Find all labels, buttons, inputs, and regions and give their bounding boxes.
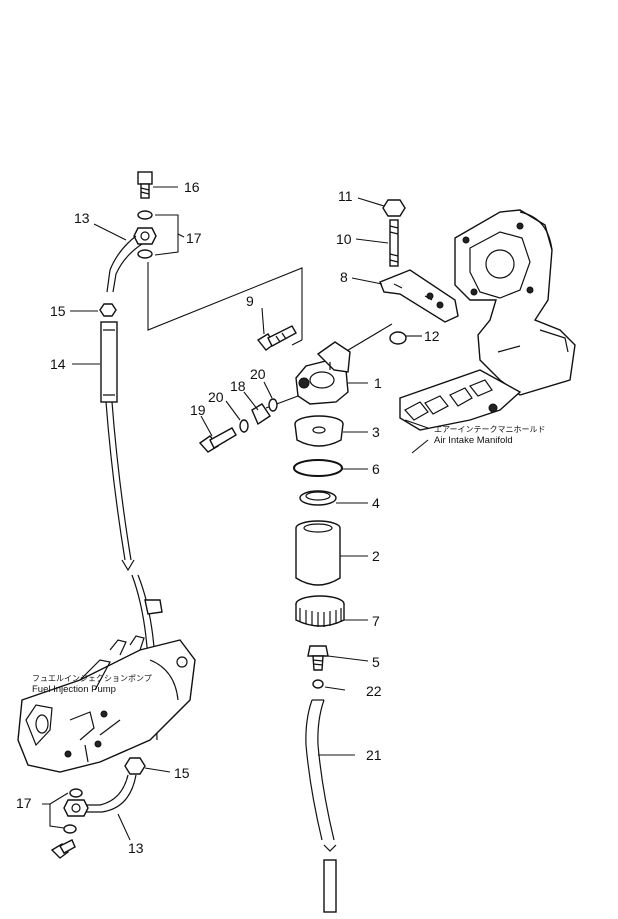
callout-labels: 16 17 13 11 10 8 9 12 15 14 1 20 18 20 1… xyxy=(16,179,440,856)
callout-3: 3 xyxy=(372,424,380,440)
bolt-19 xyxy=(198,427,237,453)
hose-14 xyxy=(100,321,118,403)
bracket-8 xyxy=(379,269,459,323)
callout-15-top: 15 xyxy=(50,303,66,319)
filter-element-2 xyxy=(295,520,341,586)
callout-4: 4 xyxy=(372,495,380,511)
callout-12: 12 xyxy=(424,328,440,344)
ring-nut-7 xyxy=(295,595,345,627)
air-intake-manifold xyxy=(399,209,576,431)
filter-cup-3 xyxy=(294,415,344,447)
washer-17-bottom-b xyxy=(63,824,77,834)
spacer-12 xyxy=(389,331,407,345)
callout-5: 5 xyxy=(372,654,380,670)
nut-15-top xyxy=(99,303,117,317)
callout-17-top: 17 xyxy=(186,230,202,246)
callout-9: 9 xyxy=(246,293,254,309)
callout-22: 22 xyxy=(366,683,382,699)
callout-7: 7 xyxy=(372,613,380,629)
bolt-16 xyxy=(137,171,153,199)
callout-18: 18 xyxy=(230,378,246,394)
seal-4 xyxy=(299,490,337,506)
pump-caption-jp: フュエルインジェクションポンプ xyxy=(32,674,152,683)
hose-fitting-13 xyxy=(106,227,157,293)
washer-20-lower xyxy=(239,419,249,433)
nut-11 xyxy=(382,199,406,217)
callout-1: 1 xyxy=(374,375,382,391)
callout-6: 6 xyxy=(372,461,380,477)
callout-8: 8 xyxy=(340,269,348,285)
washer-17-top xyxy=(137,210,153,220)
callout-21: 21 xyxy=(366,747,382,763)
stud-10 xyxy=(389,219,399,267)
drain-hose-21 xyxy=(305,699,337,913)
callout-20-upper: 20 xyxy=(250,366,266,382)
nut-15-bottom xyxy=(124,757,146,775)
manifold-caption-en: Air Intake Manifold xyxy=(434,435,513,446)
washer-17-bottom-a xyxy=(69,788,83,798)
pump-caption-en: Fuel Injection Pump xyxy=(32,684,116,695)
callout-11: 11 xyxy=(338,188,353,204)
callout-10: 10 xyxy=(336,231,352,247)
callout-20-lower: 20 xyxy=(208,389,224,405)
callout-17-bottom: 17 xyxy=(16,795,32,811)
drain-plug-5 xyxy=(307,645,329,671)
washer-17-bottom xyxy=(137,249,153,259)
manifold-caption-jp: エアーインテークマニホールド xyxy=(434,425,546,434)
o-ring-6 xyxy=(293,459,343,477)
filter-head-1 xyxy=(295,341,351,405)
washer-20-upper xyxy=(268,398,278,412)
bolt-17-bottom xyxy=(50,839,76,859)
bolt-9 xyxy=(256,325,297,351)
callout-13-bottom: 13 xyxy=(128,840,144,856)
callout-19: 19 xyxy=(190,402,206,418)
callout-16: 16 xyxy=(184,179,200,195)
clip-22 xyxy=(312,679,324,689)
fuel-injection-pump xyxy=(17,635,196,773)
callout-13-top: 13 xyxy=(74,210,90,226)
callout-2: 2 xyxy=(372,548,380,564)
callout-14: 14 xyxy=(50,356,66,372)
callout-15-bottom: 15 xyxy=(174,765,190,781)
hose-fitting-13-bottom xyxy=(63,774,137,817)
